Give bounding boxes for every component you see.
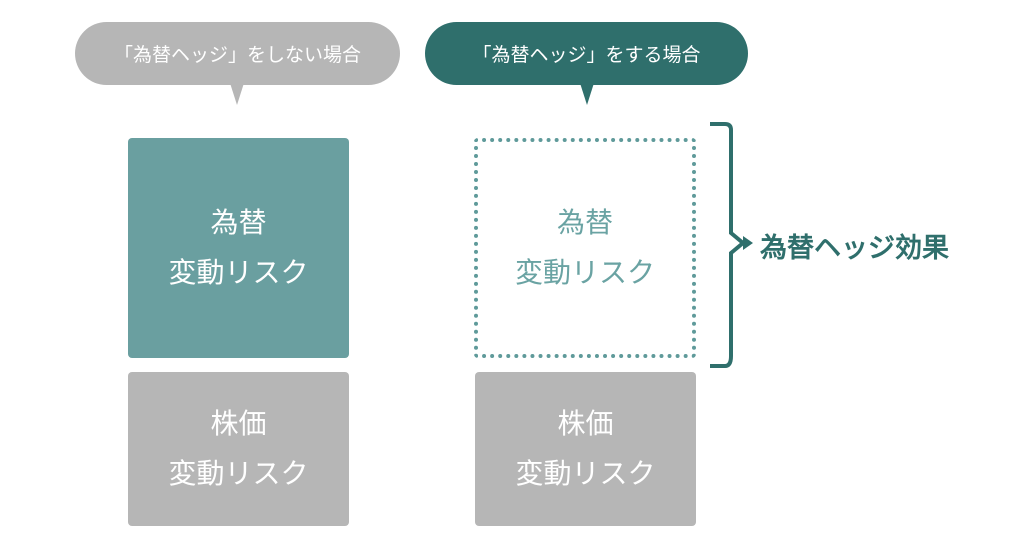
no-hedge-label: 「為替ヘッジ」をしない場合 bbox=[113, 44, 361, 66]
box-line: 変動リスク bbox=[168, 256, 309, 289]
callout-tail bbox=[580, 83, 594, 105]
hedge-label: 「為替ヘッジ」をする場合 bbox=[472, 44, 701, 66]
callout-tail bbox=[230, 83, 244, 105]
stock-risk-box-no-hedge: 株価 変動リスク bbox=[128, 372, 349, 526]
box-line: 株価 bbox=[210, 407, 267, 440]
box-line: 為替 bbox=[556, 206, 613, 239]
hedge-effect-label: 為替ヘッジ効果 bbox=[760, 233, 949, 264]
box-line: 変動リスク bbox=[514, 256, 655, 289]
box-line: 為替 bbox=[210, 206, 267, 239]
bracket-icon bbox=[710, 122, 753, 368]
fx-risk-box-no-hedge: 為替 変動リスク bbox=[128, 138, 349, 358]
stock-risk-box-hedged: 株価 変動リスク bbox=[475, 372, 696, 526]
box-line: 変動リスク bbox=[168, 457, 309, 490]
fx-risk-box-hedged: 為替 変動リスク bbox=[474, 138, 696, 358]
no-hedge-callout: 「為替ヘッジ」をしない場合 bbox=[75, 22, 400, 105]
box-line: 株価 bbox=[557, 407, 614, 440]
hedge-callout: 「為替ヘッジ」をする場合 bbox=[425, 22, 748, 105]
box-line: 変動リスク bbox=[515, 457, 656, 490]
